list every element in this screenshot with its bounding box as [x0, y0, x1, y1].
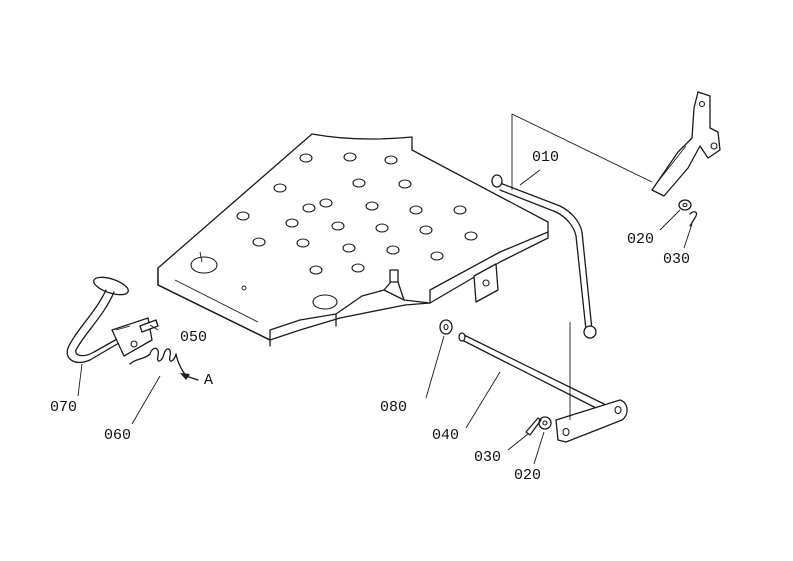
- upper-bellcrank: [651, 91, 721, 197]
- plate-holes: [190, 152, 478, 310]
- callout-060: 060: [104, 427, 132, 444]
- leader-lines: [77, 113, 693, 465]
- callout-040: 040: [432, 427, 460, 444]
- callout-020-upper: 020: [627, 231, 655, 248]
- washer-080-hole: [443, 323, 449, 331]
- spring-060: [129, 347, 187, 377]
- washer-020-upper-hole: [682, 202, 688, 208]
- pin-050: [139, 319, 159, 333]
- pin-030-upper: [689, 211, 698, 227]
- callout-A: A: [204, 372, 214, 389]
- callout-020-lower: 020: [514, 467, 542, 484]
- callout-030-upper: 030: [663, 251, 691, 268]
- rod-040: [458, 332, 628, 443]
- arrow-A-head: [180, 373, 190, 380]
- pin-030-lower: [525, 417, 542, 436]
- floor-plate: [157, 133, 549, 347]
- callout-010: 010: [532, 149, 560, 166]
- washer-020-lower-hole: [542, 420, 548, 426]
- rod-010: [491, 174, 597, 339]
- callout-080: 080: [380, 399, 408, 416]
- pedal-070: [66, 276, 153, 363]
- callout-030-lower: 030: [474, 449, 502, 466]
- callout-050: 050: [180, 329, 208, 346]
- callout-070: 070: [50, 399, 78, 416]
